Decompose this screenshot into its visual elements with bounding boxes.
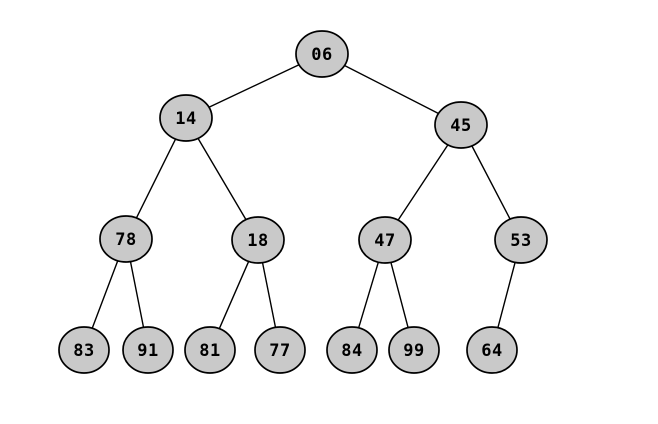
tree-edge: [218, 260, 250, 330]
tree-node[interactable]: 78: [99, 215, 153, 263]
tree-edge: [343, 64, 440, 115]
tree-node-circle[interactable]: [494, 216, 548, 264]
tree-edge: [357, 261, 380, 329]
tree-node[interactable]: 47: [358, 216, 412, 264]
tree-node[interactable]: 83: [58, 326, 110, 374]
tree-node-circle[interactable]: [58, 326, 110, 374]
tree-node-circle[interactable]: [122, 326, 174, 374]
tree-node[interactable]: 06: [295, 30, 349, 78]
tree-edge: [261, 261, 277, 329]
tree-node[interactable]: 99: [388, 326, 440, 374]
tree-node[interactable]: 84: [326, 326, 378, 374]
tree-node-circle[interactable]: [254, 326, 306, 374]
tree-node-circle[interactable]: [184, 326, 236, 374]
tree-edge: [91, 260, 119, 329]
tree-node[interactable]: 45: [434, 101, 488, 149]
tree-node[interactable]: 64: [466, 326, 518, 374]
tree-node[interactable]: 53: [494, 216, 548, 264]
tree-edge: [471, 145, 511, 220]
tree-edge: [397, 144, 449, 221]
tree-edge: [129, 260, 145, 329]
tree-node-circle[interactable]: [388, 326, 440, 374]
tree-node-circle[interactable]: [326, 326, 378, 374]
tree-edge: [197, 137, 247, 221]
tree-node-circle[interactable]: [434, 101, 488, 149]
tree-edge: [390, 261, 409, 329]
tree-node[interactable]: 81: [184, 326, 236, 374]
tree-node[interactable]: 14: [159, 94, 213, 142]
tree-node-circle[interactable]: [231, 216, 285, 264]
tree-node-circle[interactable]: [159, 94, 213, 142]
tree-node[interactable]: 18: [231, 216, 285, 264]
tree-node-circle[interactable]: [99, 215, 153, 263]
tree-node-circle[interactable]: [358, 216, 412, 264]
tree-node-circle[interactable]: [466, 326, 518, 374]
tree-edge: [135, 138, 177, 219]
tree-edge: [208, 64, 300, 108]
tree-node[interactable]: 91: [122, 326, 174, 374]
tree-edges-layer: [91, 64, 516, 330]
tree-edge: [497, 261, 516, 329]
tree-node-circle[interactable]: [295, 30, 349, 78]
tree-node[interactable]: 77: [254, 326, 306, 374]
